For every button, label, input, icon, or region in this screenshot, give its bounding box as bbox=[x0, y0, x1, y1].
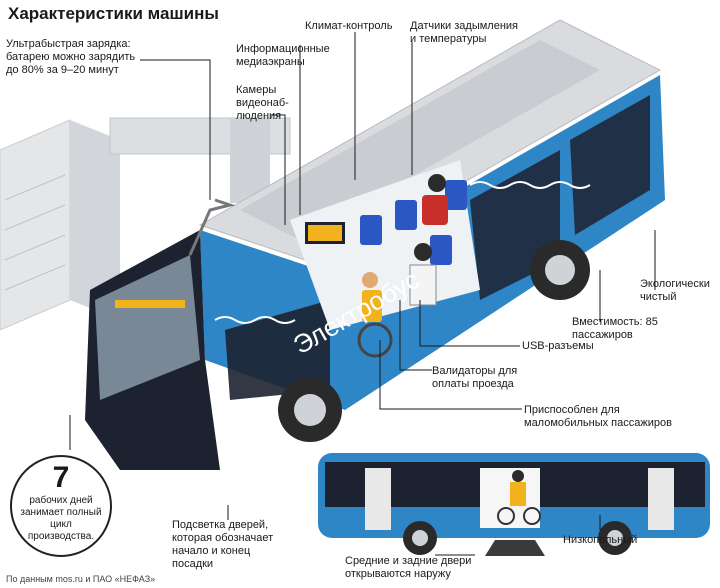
label-screens: Информационные медиаэкраны bbox=[236, 43, 330, 68]
label-charging: Ультрабыстрая зарядка: батарею можно зар… bbox=[6, 38, 136, 76]
source-note: По данным mos.ru и ПАО «НЕФАЗ» bbox=[6, 574, 156, 584]
side-view-bus bbox=[318, 453, 710, 556]
label-usb: USB-разъемы bbox=[522, 340, 594, 352]
label-validators: Валидаторы для оплаты проезда bbox=[432, 365, 518, 390]
label-cameras: Камеры видеонаб­людения bbox=[236, 84, 289, 122]
label-climate: Климат-контроль bbox=[305, 20, 393, 32]
label-capacity: Вместимость: 85 пассажиров bbox=[572, 316, 658, 341]
label-accessible: Приспособлен для маломобильных пассажиро… bbox=[524, 404, 672, 429]
label-doors-out: Средние и задние двери открываются наруж… bbox=[345, 555, 472, 580]
stat-circle: 7 рабочих дней зани­мает полный цикл про… bbox=[10, 455, 112, 557]
leader-lines bbox=[69, 32, 656, 556]
main-bus bbox=[85, 19, 665, 470]
label-eco: Экологически чистый bbox=[640, 278, 710, 303]
stat-text: рабочих дней зани­мает полный цикл произ… bbox=[20, 495, 102, 542]
stat-number: 7 bbox=[52, 461, 70, 494]
label-door-light: Подсветка дверей, которая обозначает нач… bbox=[172, 519, 274, 570]
label-smoke: Датчики задымления и температуры bbox=[410, 20, 519, 45]
label-lowfloor: Низкопольный bbox=[563, 534, 638, 546]
page-title: Характеристики машины bbox=[8, 4, 219, 23]
